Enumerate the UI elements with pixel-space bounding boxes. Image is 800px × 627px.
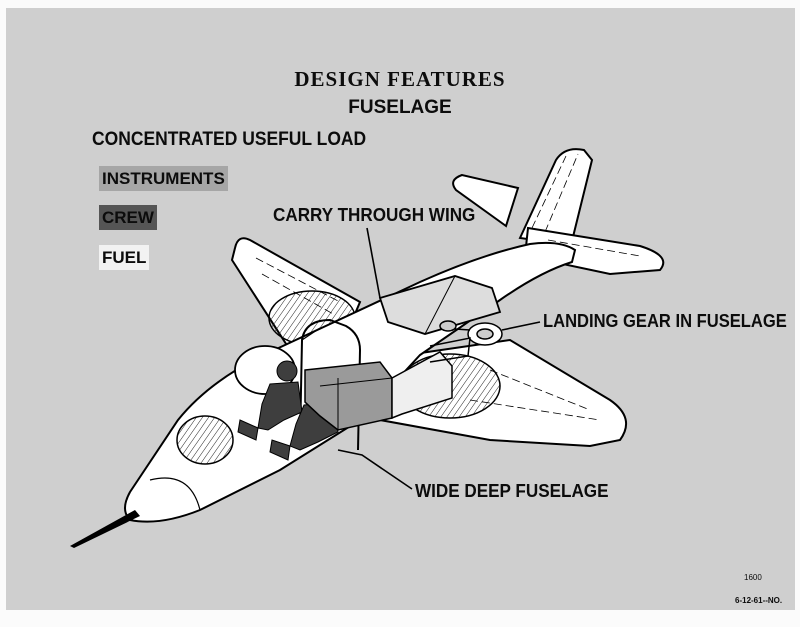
nose-probe	[70, 510, 140, 548]
landing-gear	[429, 320, 503, 363]
legend-item-crew: CREW	[99, 205, 157, 230]
instruments-bay	[304, 361, 393, 431]
fuselage-fuel-tank	[391, 351, 453, 420]
canopy-frame	[299, 318, 362, 451]
callout-wide-deep-fuselage: WIDE DEEP FUSELAGE	[415, 481, 609, 501]
legend-item-fuel: FUEL	[99, 245, 150, 270]
left-horizontal-stabilizer	[452, 173, 520, 228]
callout-leader-lines	[337, 227, 541, 490]
callout-landing-gear: LANDING GEAR IN FUSELAGE	[543, 311, 787, 331]
legend-heading: CONCENTRATED USEFUL LOAD	[92, 129, 367, 150]
callout-carry-through-wing: CARRY THROUGH WING	[273, 205, 476, 225]
page-title: DESIGN FEATURES	[294, 67, 506, 91]
vertical-tail-fin	[518, 148, 594, 247]
nose-radome-equipment	[176, 415, 234, 465]
date-code: 6-12-61--NO.	[735, 596, 783, 605]
legend-item-instruments: INSTRUMENTS	[99, 166, 228, 191]
drawing-number: 1600	[744, 573, 762, 582]
page-subtitle: FUSELAGE	[348, 97, 452, 118]
